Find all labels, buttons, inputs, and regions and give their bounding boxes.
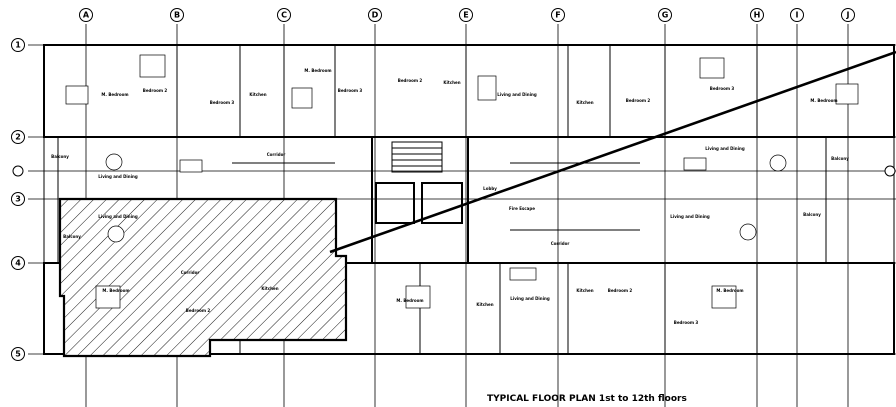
room-label: Kitchen [261, 286, 278, 291]
grid-label-c: C [281, 11, 287, 20]
intermediate-axis-marker-left [12, 165, 24, 177]
room-label: Living and Dining [705, 146, 745, 151]
room-label: Bedroom 2 [626, 98, 651, 103]
room-label: Kitchen [576, 100, 593, 105]
column-markers: A B C D E F G H I J [79, 8, 855, 22]
grid-bubble-g [658, 8, 672, 22]
room-label: Bedroom 3 [210, 100, 235, 105]
room-label: Corridor [181, 270, 200, 275]
grid-label-g: G [662, 11, 669, 20]
grid-bubble-4 [11, 256, 25, 270]
grid-label-a: A [83, 11, 90, 20]
grid-label-5: 5 [15, 350, 21, 359]
grid-bubble-3 [11, 192, 25, 206]
grid-bubble-1 [11, 38, 25, 52]
grid-bubble-j [841, 8, 855, 22]
room-label: M. Bedroom [396, 298, 423, 303]
grid-bubble-2 [11, 130, 25, 144]
grid-label-3: 3 [15, 195, 21, 204]
room-label: Bedroom 2 [398, 78, 423, 83]
grid-label-1: 1 [15, 41, 21, 50]
room-label: Corridor [267, 152, 286, 157]
grid-label-d: D [372, 11, 379, 20]
room-label: Balcony [803, 212, 821, 217]
intermediate-axis-marker-right [884, 165, 896, 177]
grid-label-h: H [754, 11, 761, 20]
room-label: Living and Dining [510, 296, 550, 301]
room-label: Kitchen [576, 288, 593, 293]
grid-bubble-b [170, 8, 184, 22]
room-label: M. Bedroom [810, 98, 837, 103]
room-label: Kitchen [476, 302, 493, 307]
room-label: Bedroom 3 [674, 320, 699, 325]
room-labels: M. Bedroom Bedroom 2 Bedroom 3 Kitchen M… [51, 68, 849, 325]
grid-bubble-f [551, 8, 565, 22]
room-label: Kitchen [443, 80, 460, 85]
room-label: Corridor [551, 241, 570, 246]
room-label: Living and Dining [98, 174, 138, 179]
grid-label-e: E [463, 11, 468, 20]
room-label: Bedroom 2 [143, 88, 168, 93]
room-label: Bedroom 2 [186, 308, 211, 313]
room-label: Balcony [63, 234, 81, 239]
grid-label-j: J [846, 11, 850, 20]
grid-label-4: 4 [15, 259, 21, 268]
grid-label-i: I [796, 11, 799, 20]
room-label: Balcony [51, 154, 69, 159]
grid-bubble-i [790, 8, 804, 22]
grid-bubble-5 [11, 347, 25, 361]
diagonal-section-line [329, 50, 896, 254]
room-label: Living and Dining [670, 214, 710, 219]
grid-bubble-a [79, 8, 93, 22]
room-label: Kitchen [249, 92, 266, 97]
room-label: Bedroom 2 [608, 288, 633, 293]
room-label: M. Bedroom [304, 68, 331, 73]
room-label: M. Bedroom [102, 288, 129, 293]
room-label: Living and Dining [497, 92, 537, 97]
grid-bubble-c [277, 8, 291, 22]
grid-label-f: F [555, 11, 560, 20]
room-label: Fire Escape [509, 206, 535, 211]
grid-label-b: B [174, 11, 180, 20]
room-label: Lobby [483, 186, 497, 191]
room-label: M. Bedroom [101, 92, 128, 97]
drawing-title: TYPICAL FLOOR PLAN 1st to 12th floors [487, 394, 687, 404]
furniture [65, 54, 859, 309]
room-label: Bedroom 3 [338, 88, 363, 93]
grid-bubble-e [459, 8, 473, 22]
room-label: Living and Dining [98, 214, 138, 219]
room-label: Balcony [831, 156, 849, 161]
highlighted-unit [58, 197, 348, 358]
row-markers: 1 2 3 4 5 [11, 38, 896, 361]
grid-bubble-h [750, 8, 764, 22]
room-label: Bedroom 3 [710, 86, 735, 91]
grid-bubble-d [368, 8, 382, 22]
grid-label-2: 2 [15, 133, 21, 142]
room-label: M. Bedroom [716, 288, 743, 293]
